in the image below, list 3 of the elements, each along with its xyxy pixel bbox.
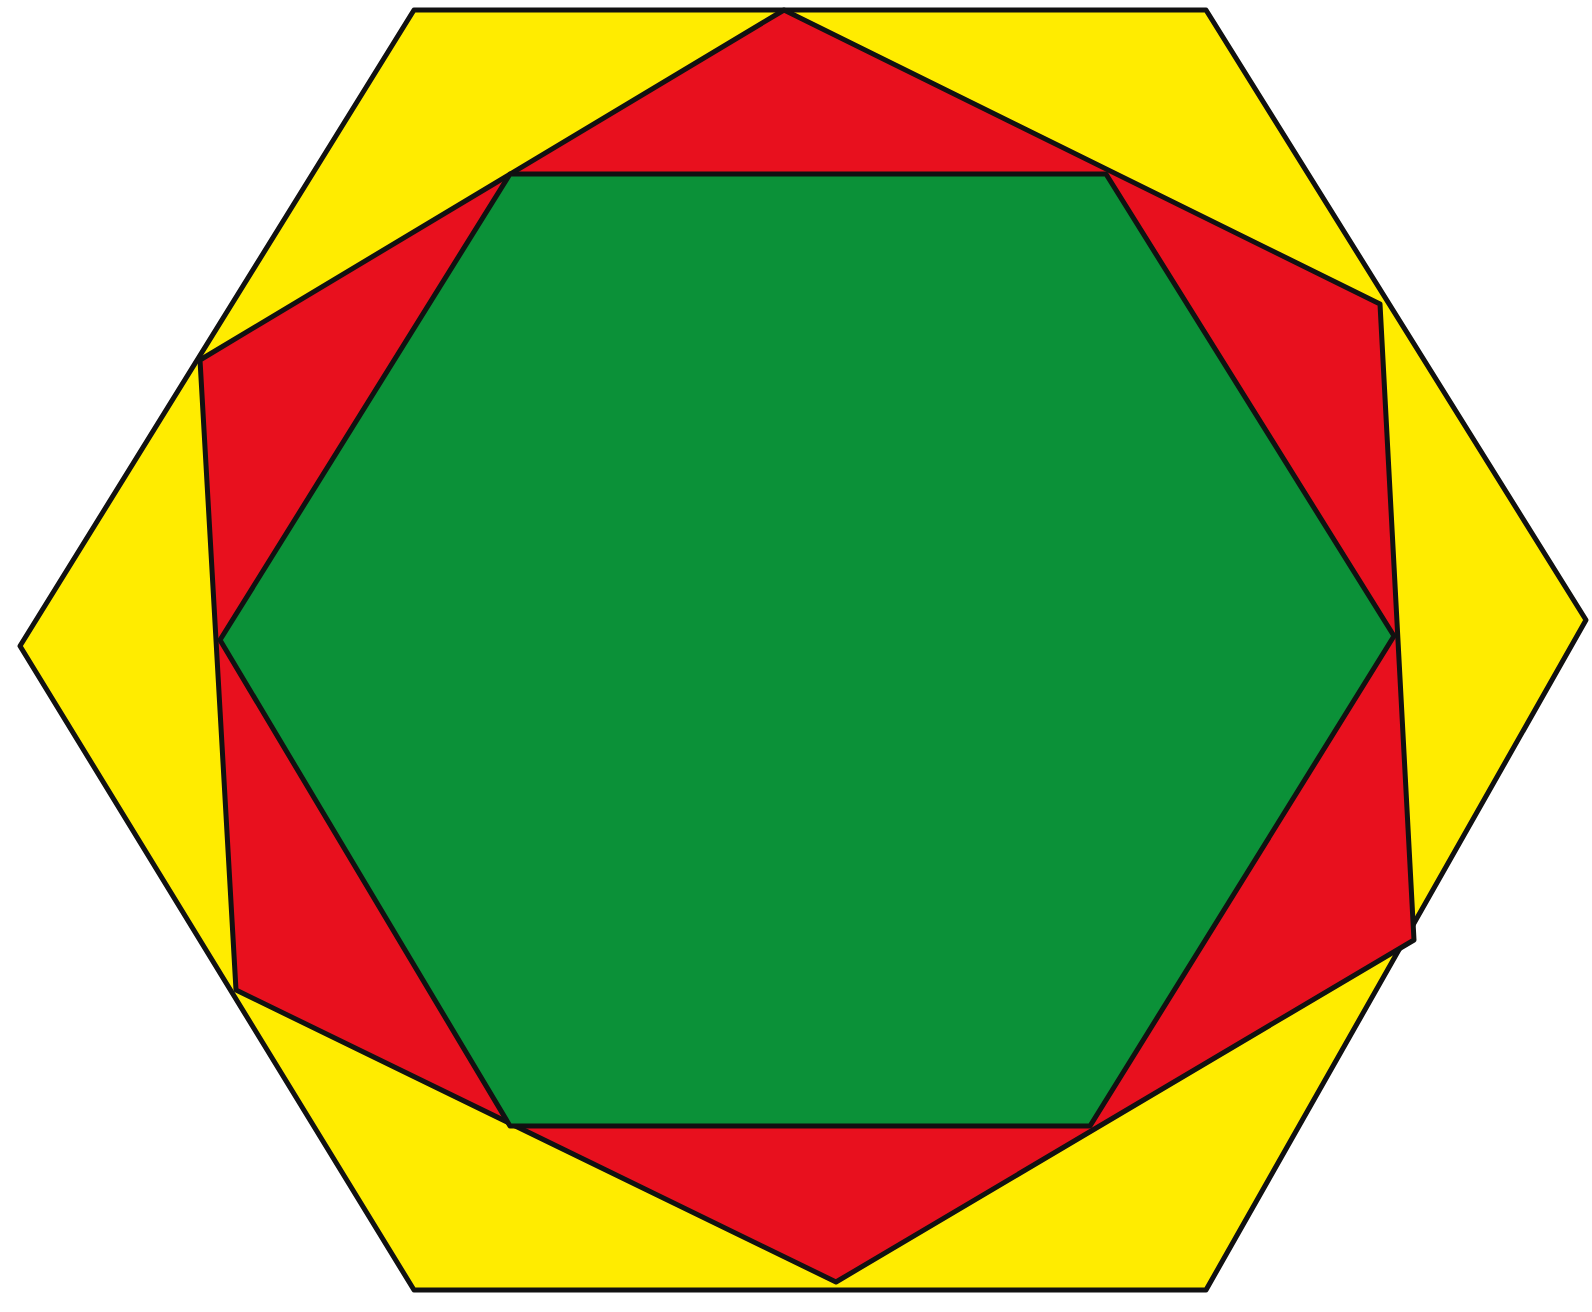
outer-hexagon xyxy=(20,10,1586,1290)
inner-hexagon xyxy=(220,174,1394,1126)
rotated-hexagon xyxy=(200,10,1414,1282)
